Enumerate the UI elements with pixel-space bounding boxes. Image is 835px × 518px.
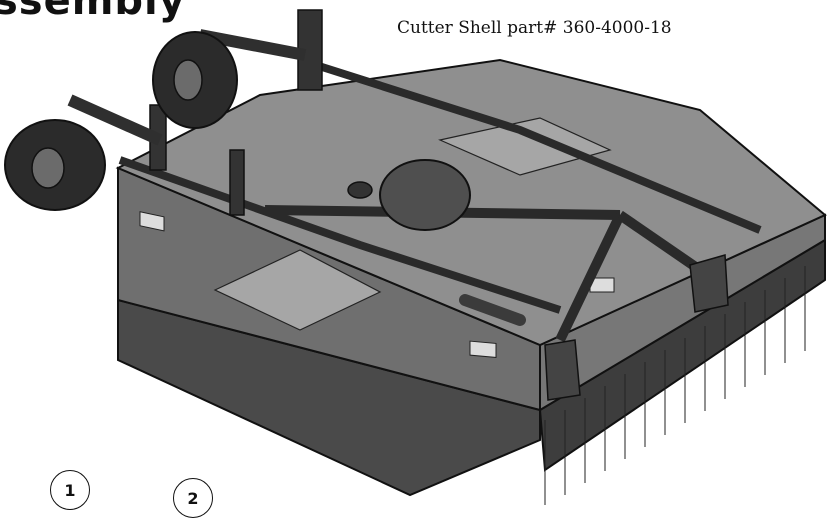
callout-2: 2 — [173, 478, 213, 518]
wheel-hub — [173, 59, 203, 101]
caster-arm — [67, 94, 163, 146]
frame-rail — [118, 156, 562, 314]
hitch-bracket — [689, 254, 729, 313]
title-fragment: ssembly — [0, 0, 186, 24]
callout-1: 1 — [50, 470, 90, 510]
decal — [139, 211, 165, 232]
a-frame-arm — [617, 210, 703, 275]
a-frame-arm — [555, 212, 625, 343]
driveline — [459, 294, 526, 326]
deck-panel-left — [213, 249, 382, 331]
hitch-bracket — [544, 339, 581, 401]
wheel-hub — [31, 147, 65, 189]
part-caption: Cutter Shell part# 360-4000-18 — [397, 18, 672, 38]
gearbox-cap — [347, 181, 373, 199]
deck-top — [115, 58, 827, 347]
gearbox — [379, 159, 471, 231]
decal — [469, 340, 497, 358]
chain-guard — [544, 266, 806, 505]
frame-rail — [298, 56, 762, 234]
front-post — [229, 149, 245, 216]
